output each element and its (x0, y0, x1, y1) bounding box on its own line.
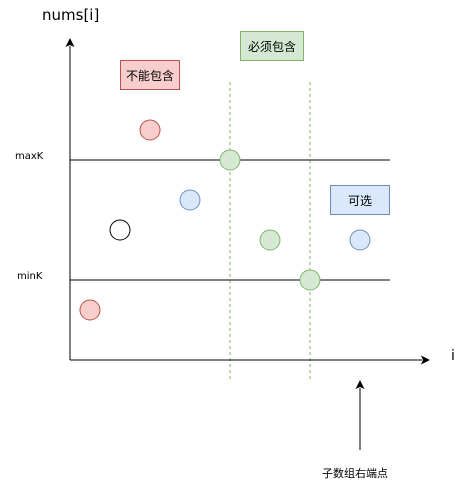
cannot-include-tag: 不能包含 (120, 60, 180, 90)
max-k-label: maxK (15, 151, 44, 162)
point-blue (349, 229, 371, 251)
point-green (299, 269, 321, 291)
min-k-label: minK (17, 271, 43, 282)
points-layer (79, 119, 371, 321)
point-green (219, 149, 241, 171)
right-endpoint-arrowhead (355, 380, 365, 389)
y-axis-arrowhead (65, 38, 75, 47)
point-green (259, 229, 281, 251)
optional-tag: 可选 (330, 185, 390, 215)
point-red (139, 119, 161, 141)
right-endpoint-label: 子数组右端点 (322, 467, 388, 480)
point-red (79, 299, 101, 321)
x-axis-arrowhead (421, 355, 430, 365)
y-axis-label: nums[i] (42, 6, 100, 24)
point-blue (179, 189, 201, 211)
point-none (109, 219, 131, 241)
must-include-tag: 必须包含 (240, 31, 304, 61)
x-axis-label: i (451, 348, 455, 364)
